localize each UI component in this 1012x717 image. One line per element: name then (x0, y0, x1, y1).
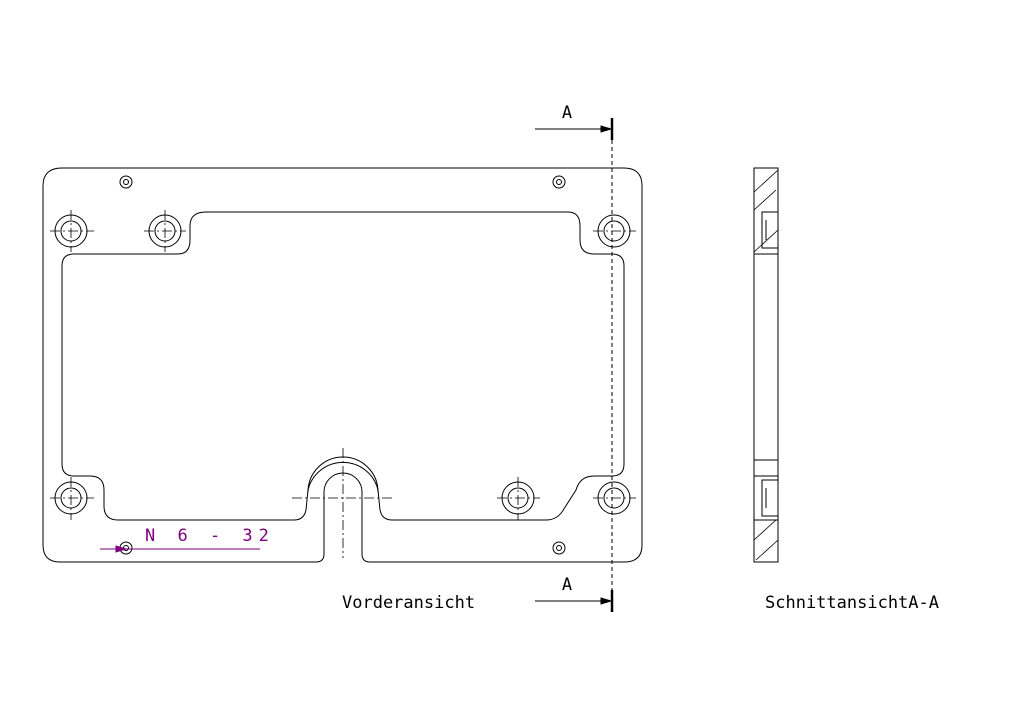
section-marker-bottom: A (562, 575, 572, 595)
section-marker-top: A (562, 103, 572, 123)
front-view-label: Vorderansicht (342, 593, 475, 613)
small-hole-top-right (552, 175, 566, 189)
front-view (42, 167, 643, 563)
section-arrow-bottom (535, 597, 613, 605)
section-counterbore-bottom (761, 479, 778, 517)
center-lines (50, 210, 636, 558)
section-outline (753, 167, 779, 563)
small-hole-top-left (119, 175, 133, 189)
thread-callout: N 6 - 32 (145, 526, 275, 546)
section-view (753, 167, 779, 563)
thread-callout-leader (100, 545, 260, 553)
section-hatching (753, 169, 779, 561)
section-counterbore-top (761, 211, 778, 249)
section-arrow-top (535, 125, 613, 133)
section-view-label: SchnittansichtA-A (765, 593, 939, 613)
pocket-contour (61, 211, 625, 521)
plate-outer-contour (42, 167, 643, 563)
small-hole-bottom-right (552, 541, 566, 555)
